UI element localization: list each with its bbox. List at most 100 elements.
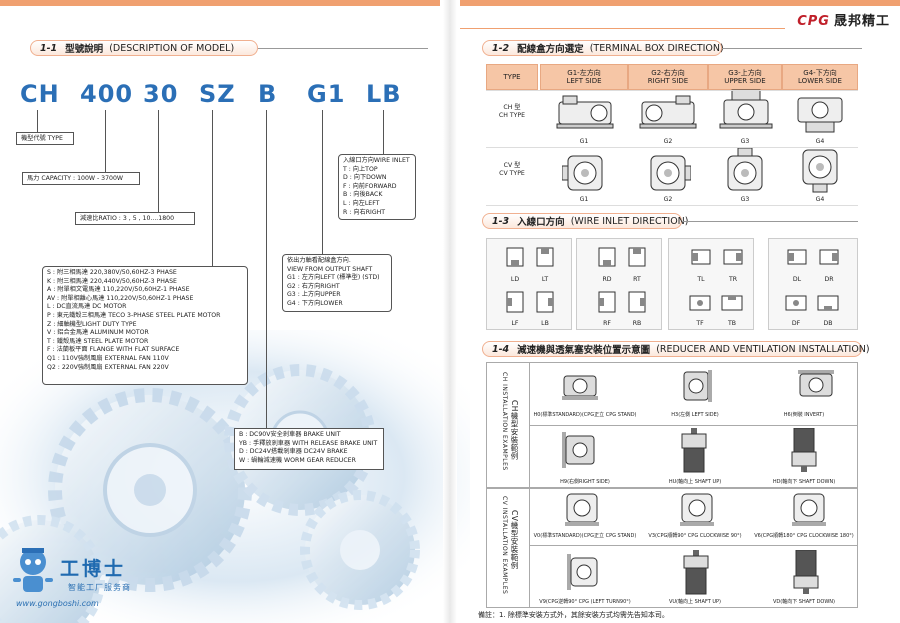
section-title-cn: 減速機與透氣塞安裝位置示意圖	[517, 345, 651, 356]
wire-label: DL	[792, 276, 802, 283]
leader-line	[383, 110, 384, 154]
wire-group-down	[768, 238, 858, 330]
page-fold	[443, 0, 457, 623]
shaft-view-line: 依出力軸看配線盒方向.	[287, 257, 351, 264]
wire-label: DR	[824, 276, 834, 283]
shaft-view-line: G3 : 上方向UPPER	[287, 291, 341, 299]
wire-label: TL	[697, 276, 705, 283]
wire-inlet-line: R : 向右RIGHT	[343, 208, 386, 216]
code-part-motor: SZ	[199, 80, 236, 108]
cv-side-label-cell	[486, 488, 530, 608]
motor-type-line: F : 法蘭板平面 FLANGE WITH FLAT SURFACE	[47, 346, 180, 354]
section-1-2-header: 1-2 配線盒方向選定 (TERMINAL BOX DIRECTION)	[492, 40, 724, 56]
ch-motor-g4-image	[797, 97, 843, 133]
install-caption: VD(軸向下 SHAFT DOWN)	[772, 599, 836, 605]
section-number: 1-2	[492, 42, 510, 54]
row-label-en: CV TYPE	[499, 170, 525, 177]
install-v6-image	[792, 493, 826, 526]
wire-inlet-line: D : 向下DOWN	[343, 174, 387, 182]
wire-label: LD	[510, 276, 520, 283]
leader-line	[158, 110, 159, 212]
ch-side-label-en: CH INSTALLATION EXAMPLES	[501, 372, 508, 471]
install-v0-image	[565, 493, 599, 526]
wire-group-right	[576, 238, 662, 330]
dir-header-en: UPPER SIDE	[724, 77, 766, 85]
install-caption: V9(CPG逆轉90° CPG (LEFT TURN90°)	[539, 599, 631, 605]
ch-side-label-cn: CH機型安裝範例	[510, 400, 519, 460]
install-vd-image	[793, 550, 819, 594]
install-v3-image	[680, 493, 714, 526]
wire-box-df-icon	[785, 295, 807, 311]
install-caption: H0(標準STANDARD)(CPG正立 CPG STAND)	[533, 412, 637, 418]
top-accent-bar-right	[460, 0, 900, 6]
brake-line: B : DC90V安全剎車器 BRAKE UNIT	[239, 431, 341, 438]
install-caption: VU(軸向上 SHAFT UP)	[668, 599, 722, 605]
leader-line	[37, 110, 38, 132]
install-caption: HD(軸向下 SHAFT DOWN)	[772, 479, 836, 485]
install-caption: H6(倒裝 INVERT)	[783, 412, 825, 418]
dir-header-en: LEFT SIDE	[566, 77, 602, 85]
cv-motor-g1-image	[562, 155, 603, 191]
code-part-ch: CH	[20, 80, 60, 108]
dir-header-en: LOWER SIDE	[798, 77, 842, 85]
install-h9-image	[562, 432, 595, 468]
wire-box-rb-icon	[628, 291, 646, 313]
dir-header-cn: G4-下方向	[803, 69, 837, 77]
motor-type-line: AV : 附單相離心馬達 110,220V/50,60HZ-1 PHASE	[47, 294, 194, 302]
wire-label: RD	[602, 276, 612, 283]
motor-type-line: L : DC直流馬達 DC MOTOR	[47, 303, 127, 311]
wire-label: TB	[727, 320, 737, 327]
grid-line	[530, 425, 858, 426]
code-part-inlet: LB	[366, 80, 402, 108]
wire-box-rf-icon	[598, 291, 616, 313]
install-caption: H3(左側 LEFT SIDE)	[671, 412, 719, 418]
cv-motor-g4-image	[802, 149, 838, 193]
shaft-view-line: G1 : 左方向LEFT (標準型) (STD)	[287, 274, 380, 282]
install-h6-image	[798, 370, 834, 397]
motor-type-line: K : 附三相馬達 220,440V/50,60HZ-3 PHASE	[47, 277, 177, 285]
wire-group-left	[486, 238, 572, 330]
section-1-4-header: 1-4 減速機與透氣塞安裝位置示意圖 (REDUCER AND VENTILAT…	[492, 341, 870, 357]
section-title-en: (REDUCER AND VENTILATION INSTALLATION)	[656, 343, 870, 355]
section-rule	[722, 48, 862, 49]
cv-g1-label: G1	[579, 196, 589, 203]
section-1-4-pill	[482, 341, 862, 357]
wire-box-tl-icon	[691, 249, 711, 265]
wire-box-rt-icon	[628, 247, 646, 267]
wire-inlet-line: B : 向後BACK	[343, 191, 383, 199]
type-header: TYPE	[503, 73, 521, 81]
wire-box-ld-icon	[506, 247, 524, 267]
wire-box-db-icon	[817, 295, 839, 311]
ch-motor-g3-image	[719, 89, 773, 129]
install-vu-image	[683, 550, 709, 595]
brake-box: B : DC90V安全剎車器 BRAKE UNIT YB : 手釋放剎車器 WI…	[234, 428, 384, 470]
wire-label: DB	[823, 320, 833, 327]
section-title-en: (TERMINAL BOX DIRECTION)	[589, 42, 724, 54]
watermark-subtitle: 智能工厂服务商	[68, 583, 131, 592]
ch-g1-label: G1	[579, 138, 589, 145]
watermark-logo: 工博士 智能工厂服务商 www.gongboshi.com	[8, 546, 138, 616]
motor-type-line: V : 鋁合金馬達 ALUMINUM MOTOR	[47, 329, 149, 337]
leader-line	[212, 110, 213, 268]
wire-label: RF	[603, 320, 611, 327]
watermark-title: 工博士	[60, 558, 127, 580]
brake-line: YB : 手釋放剎車器 WITH RELEASE BRAKE UNIT	[239, 439, 378, 447]
wire-label: DF	[791, 320, 801, 327]
section-1-2-pill	[482, 40, 722, 56]
ratio-box: 減速比RATIO : 3 , 5 , 10....1800	[75, 212, 195, 225]
grid-line	[486, 90, 858, 91]
section-1-3-pill	[482, 213, 682, 229]
code-part-ratio: 30	[143, 80, 179, 108]
type-box: 機型代號 TYPE	[16, 132, 74, 145]
ch-g4-label: G4	[815, 138, 825, 145]
motor-type-line: Q1 : 110V強制風扇 EXTERNAL FAN 110V	[47, 354, 169, 362]
install-h0-image	[562, 375, 598, 400]
wire-box-lf-icon	[506, 291, 524, 313]
cv-g2-label: G2	[663, 196, 673, 203]
wire-box-tf-icon	[689, 295, 711, 311]
grid-line	[486, 205, 858, 206]
ch-g2-label: G2	[663, 138, 673, 145]
